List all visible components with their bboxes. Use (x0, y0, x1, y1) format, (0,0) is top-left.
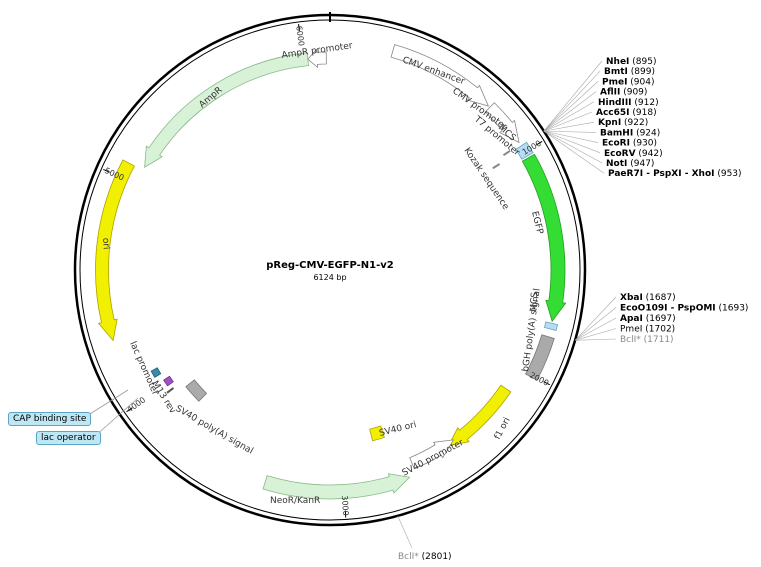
restriction-site-label: PmeI (904) (602, 77, 655, 87)
site-line-top-11 (543, 130, 605, 174)
tick-mark-1000 (535, 141, 543, 146)
cmv-enhancer-arc (390, 44, 490, 107)
sv40-ori-box (369, 425, 385, 442)
site-line-top-5 (543, 111, 593, 132)
restriction-site-label: BclI* (2801) (398, 552, 452, 562)
restriction-site-label: HindIII (912) (598, 98, 659, 108)
tick-label-4000: 4000 (125, 395, 147, 414)
ampr-arc (144, 52, 309, 168)
plasmid-name: pReg-CMV-EGFP-N1-v2 (266, 260, 394, 271)
restriction-site-label: PmeI (1702) (620, 325, 675, 335)
site-line-top-6 (543, 121, 595, 132)
feature-label-sv40-polya: SV40 poly(A) signal (174, 404, 255, 457)
neor-arc (262, 473, 411, 500)
sv40-polya-box (185, 379, 208, 402)
sv40-promoter-arc (409, 439, 455, 470)
tick-label-6000: 6000 (294, 25, 306, 46)
restriction-site-label: Acc65I (918) (596, 108, 657, 118)
restriction-site-label: EcoRI (930) (602, 139, 657, 149)
kozak-mark (492, 163, 501, 170)
site-line-top-7 (543, 130, 597, 133)
restriction-site-label: ApaI (1697) (620, 314, 676, 324)
mcs-2-box (543, 321, 559, 332)
restriction-site-label: BmtI (899) (604, 67, 655, 77)
site-line-top-2 (543, 81, 599, 132)
feature-label-mcs-2: MCS (529, 292, 540, 313)
site-line-top-9 (543, 130, 601, 154)
egfp-arc (521, 153, 567, 323)
site-line-top-3 (543, 91, 597, 132)
restriction-site-label: BclI* (1711) (620, 335, 674, 345)
site-line-right-2 (574, 317, 617, 341)
site-line-top-4 (543, 101, 595, 132)
restriction-site-label: NotI (947) (606, 159, 654, 169)
restriction-site-label: XbaI (1687) (620, 293, 676, 303)
site-line-top-10 (543, 130, 603, 164)
tick-mark-5000 (103, 168, 110, 173)
site-line-bottom (397, 515, 413, 549)
feature-label-sv40-ori: SV40 ori (378, 420, 417, 439)
feature-label-f1ori: f1 ori (493, 416, 513, 441)
mcs-1-box (515, 141, 534, 160)
cmv-promoter-arc (484, 102, 520, 144)
feature-label-ori: ori (100, 238, 111, 250)
tick-label-3000: 3000 (340, 495, 350, 516)
t7-promoter-mark (502, 149, 511, 157)
f1ori-arc (447, 384, 512, 447)
site-line-top-1 (543, 70, 601, 132)
feature-label-egfp: EGFP (529, 210, 544, 236)
cap-binding-site-callout: CAP binding site (8, 412, 92, 426)
site-line-right-0 (574, 296, 617, 341)
site-line-right-3 (575, 328, 617, 341)
lac-operator-box (163, 375, 174, 387)
site-line-top-8 (543, 130, 599, 143)
tick-mark-4000 (126, 407, 133, 413)
site-line-top-0 (543, 60, 603, 132)
ori-arc (95, 159, 135, 342)
restriction-site-label: NheI (895) (606, 57, 656, 67)
lac-operator-callout: lac operator (36, 431, 101, 445)
tick-mark-2000 (543, 381, 551, 386)
tick-label-1000: 1000 (521, 139, 543, 157)
restriction-site-label: AflII (909) (600, 88, 647, 98)
site-line-right-4 (575, 338, 617, 341)
restriction-site-label: EcoRV (942) (604, 149, 663, 159)
feature-label-kozak: Kozak sequence (462, 146, 511, 212)
cap-site-box (150, 367, 162, 378)
ampr-promoter-arc (307, 48, 327, 69)
bgh-polya-box (525, 334, 555, 381)
plasmid-length: 6124 bp (313, 273, 346, 282)
m13-rev-mark (166, 387, 175, 394)
restriction-site-label: EcoO109I - PspOMI (1693) (620, 304, 748, 314)
tick-label-2000: 2000 (528, 371, 550, 388)
feature-label-neor: NeoR/KanR (270, 496, 320, 506)
site-line-right-1 (574, 307, 617, 341)
restriction-site-label: PaeR7I - PspXI - XhoI (953) (608, 169, 742, 179)
callout-line-lac-operator (93, 397, 139, 438)
restriction-site-label: KpnI (922) (598, 118, 648, 128)
restriction-site-label: BamHI (924) (600, 128, 660, 138)
tick-mark-6000 (298, 23, 300, 32)
